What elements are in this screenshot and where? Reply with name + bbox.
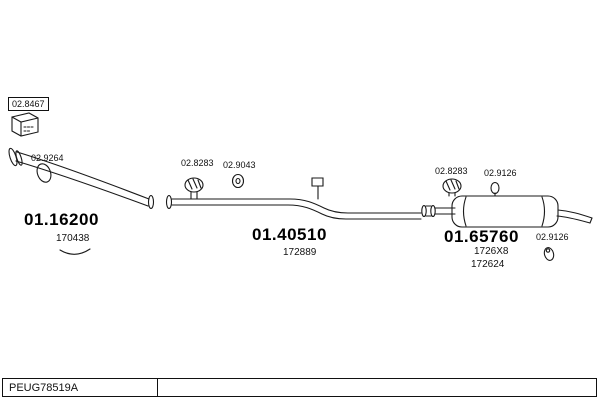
bracket-kit-icon xyxy=(11,112,39,137)
part-ref2-muffler: 172624 xyxy=(471,259,505,270)
front-flange xyxy=(8,147,23,167)
part-label-mid-ring: 02.9043 xyxy=(223,160,256,170)
mid-pipe-drawing xyxy=(171,177,422,220)
part-number-muffler: 01.65760 xyxy=(444,227,519,246)
front-bracket-arc xyxy=(59,248,91,255)
front-gasket-icon xyxy=(36,163,52,183)
mid-clamp-icon xyxy=(184,177,204,200)
part-label-rear-hanger-top: 02.9126 xyxy=(484,168,517,178)
mid-ring-icon xyxy=(231,173,245,189)
part-label-front-gasket: 02.9264 xyxy=(31,153,64,163)
rear-hanger-top-icon xyxy=(490,181,500,197)
part-ref-front-pipe: 170438 xyxy=(56,233,90,244)
footer-bar: PEUG78519A xyxy=(2,378,597,397)
part-label-mid-clamp: 02.8283 xyxy=(181,158,214,168)
rear-clamp-icon xyxy=(442,178,462,197)
part-number-front-pipe: 01.16200 xyxy=(24,210,99,229)
part-ref-mid-pipe: 172889 xyxy=(283,247,317,258)
muffler-drawing xyxy=(434,195,593,228)
footer-code-cell: PEUG78519A xyxy=(3,379,158,396)
sleeve-joint xyxy=(421,204,436,218)
part-label-bracket-kit: 02.8467 xyxy=(8,97,49,111)
part-label-rear-clamp: 02.8283 xyxy=(435,166,468,176)
rear-hanger-bottom-icon xyxy=(543,247,555,261)
part-ref1-muffler: 1726X8 xyxy=(474,246,509,257)
part-label-rear-hanger-bottom: 02.9126 xyxy=(536,232,569,242)
part-number-mid-pipe: 01.40510 xyxy=(252,225,327,244)
diagram-code: PEUG78519A xyxy=(9,381,79,394)
front-pipe-drawing xyxy=(15,151,173,210)
